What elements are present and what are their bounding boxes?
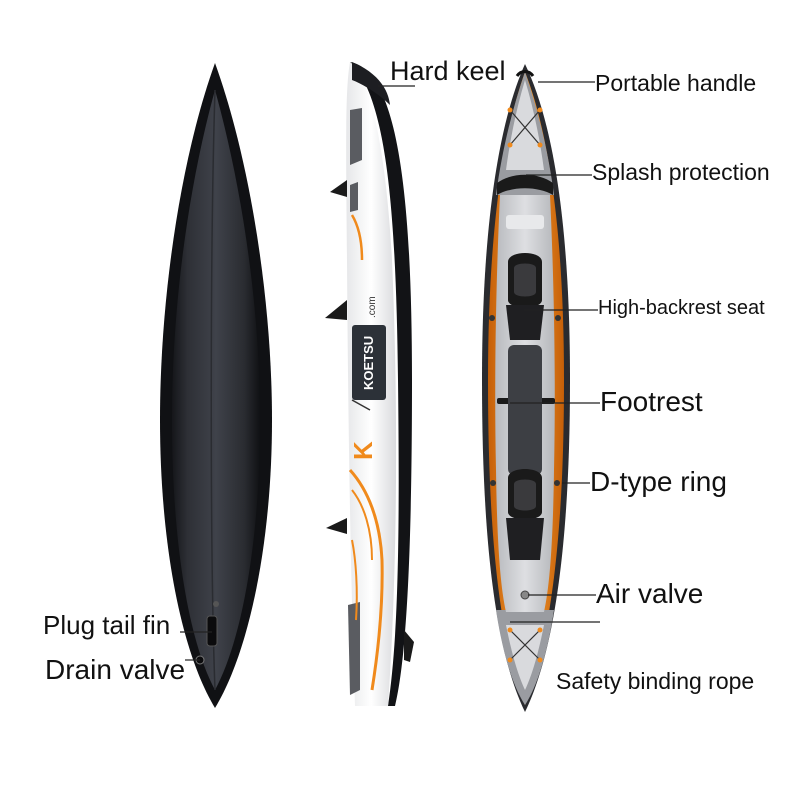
label-safety-binding-rope: Safety binding rope — [556, 668, 755, 694]
label-hard-keel: Hard keel — [390, 56, 506, 86]
plug-tail-fin-slot — [206, 615, 218, 647]
brand-logo-panel — [352, 325, 386, 400]
air-valve — [520, 590, 530, 600]
d-type-ring-right — [555, 315, 561, 321]
label-high-backrest-seat: High-backrest seat — [598, 297, 765, 319]
safety-binding-rope — [509, 629, 541, 661]
brand-name: KOETSU — [361, 336, 376, 390]
label-d-type-ring: D-type ring — [590, 466, 727, 497]
label-portable-handle: Portable handle — [595, 70, 757, 96]
hard-keel — [352, 62, 390, 105]
d-type-ring-left — [489, 315, 495, 321]
high-backrest-seat-rear — [506, 469, 544, 560]
bottom-view-kayak — [160, 63, 272, 708]
label-air-valve: Air valve — [596, 578, 704, 609]
brand-domain: .com — [367, 296, 378, 318]
hull-side-keel — [350, 62, 412, 706]
portable-handle — [515, 70, 535, 77]
side-fin-lower — [326, 518, 347, 534]
label-footrest: Footrest — [600, 386, 703, 417]
side-fin-mid — [325, 300, 347, 320]
high-backrest-seat-front — [506, 253, 544, 340]
leader-lines — [180, 81, 600, 661]
label-drain-valve: Drain valve — [45, 654, 186, 685]
side-fin-upper — [330, 180, 347, 197]
side-view-kayak: KOETSU .com K — [325, 62, 414, 706]
label-splash-protection: Splash protection — [592, 159, 770, 185]
tail-fin — [404, 630, 414, 662]
brand-logo-letter: K — [348, 441, 378, 460]
top-view-kayak — [482, 64, 570, 712]
label-plug-tail-fin: Plug tail fin — [43, 610, 171, 640]
splash-protection — [497, 174, 553, 195]
hull-bottom-panel — [172, 90, 260, 690]
